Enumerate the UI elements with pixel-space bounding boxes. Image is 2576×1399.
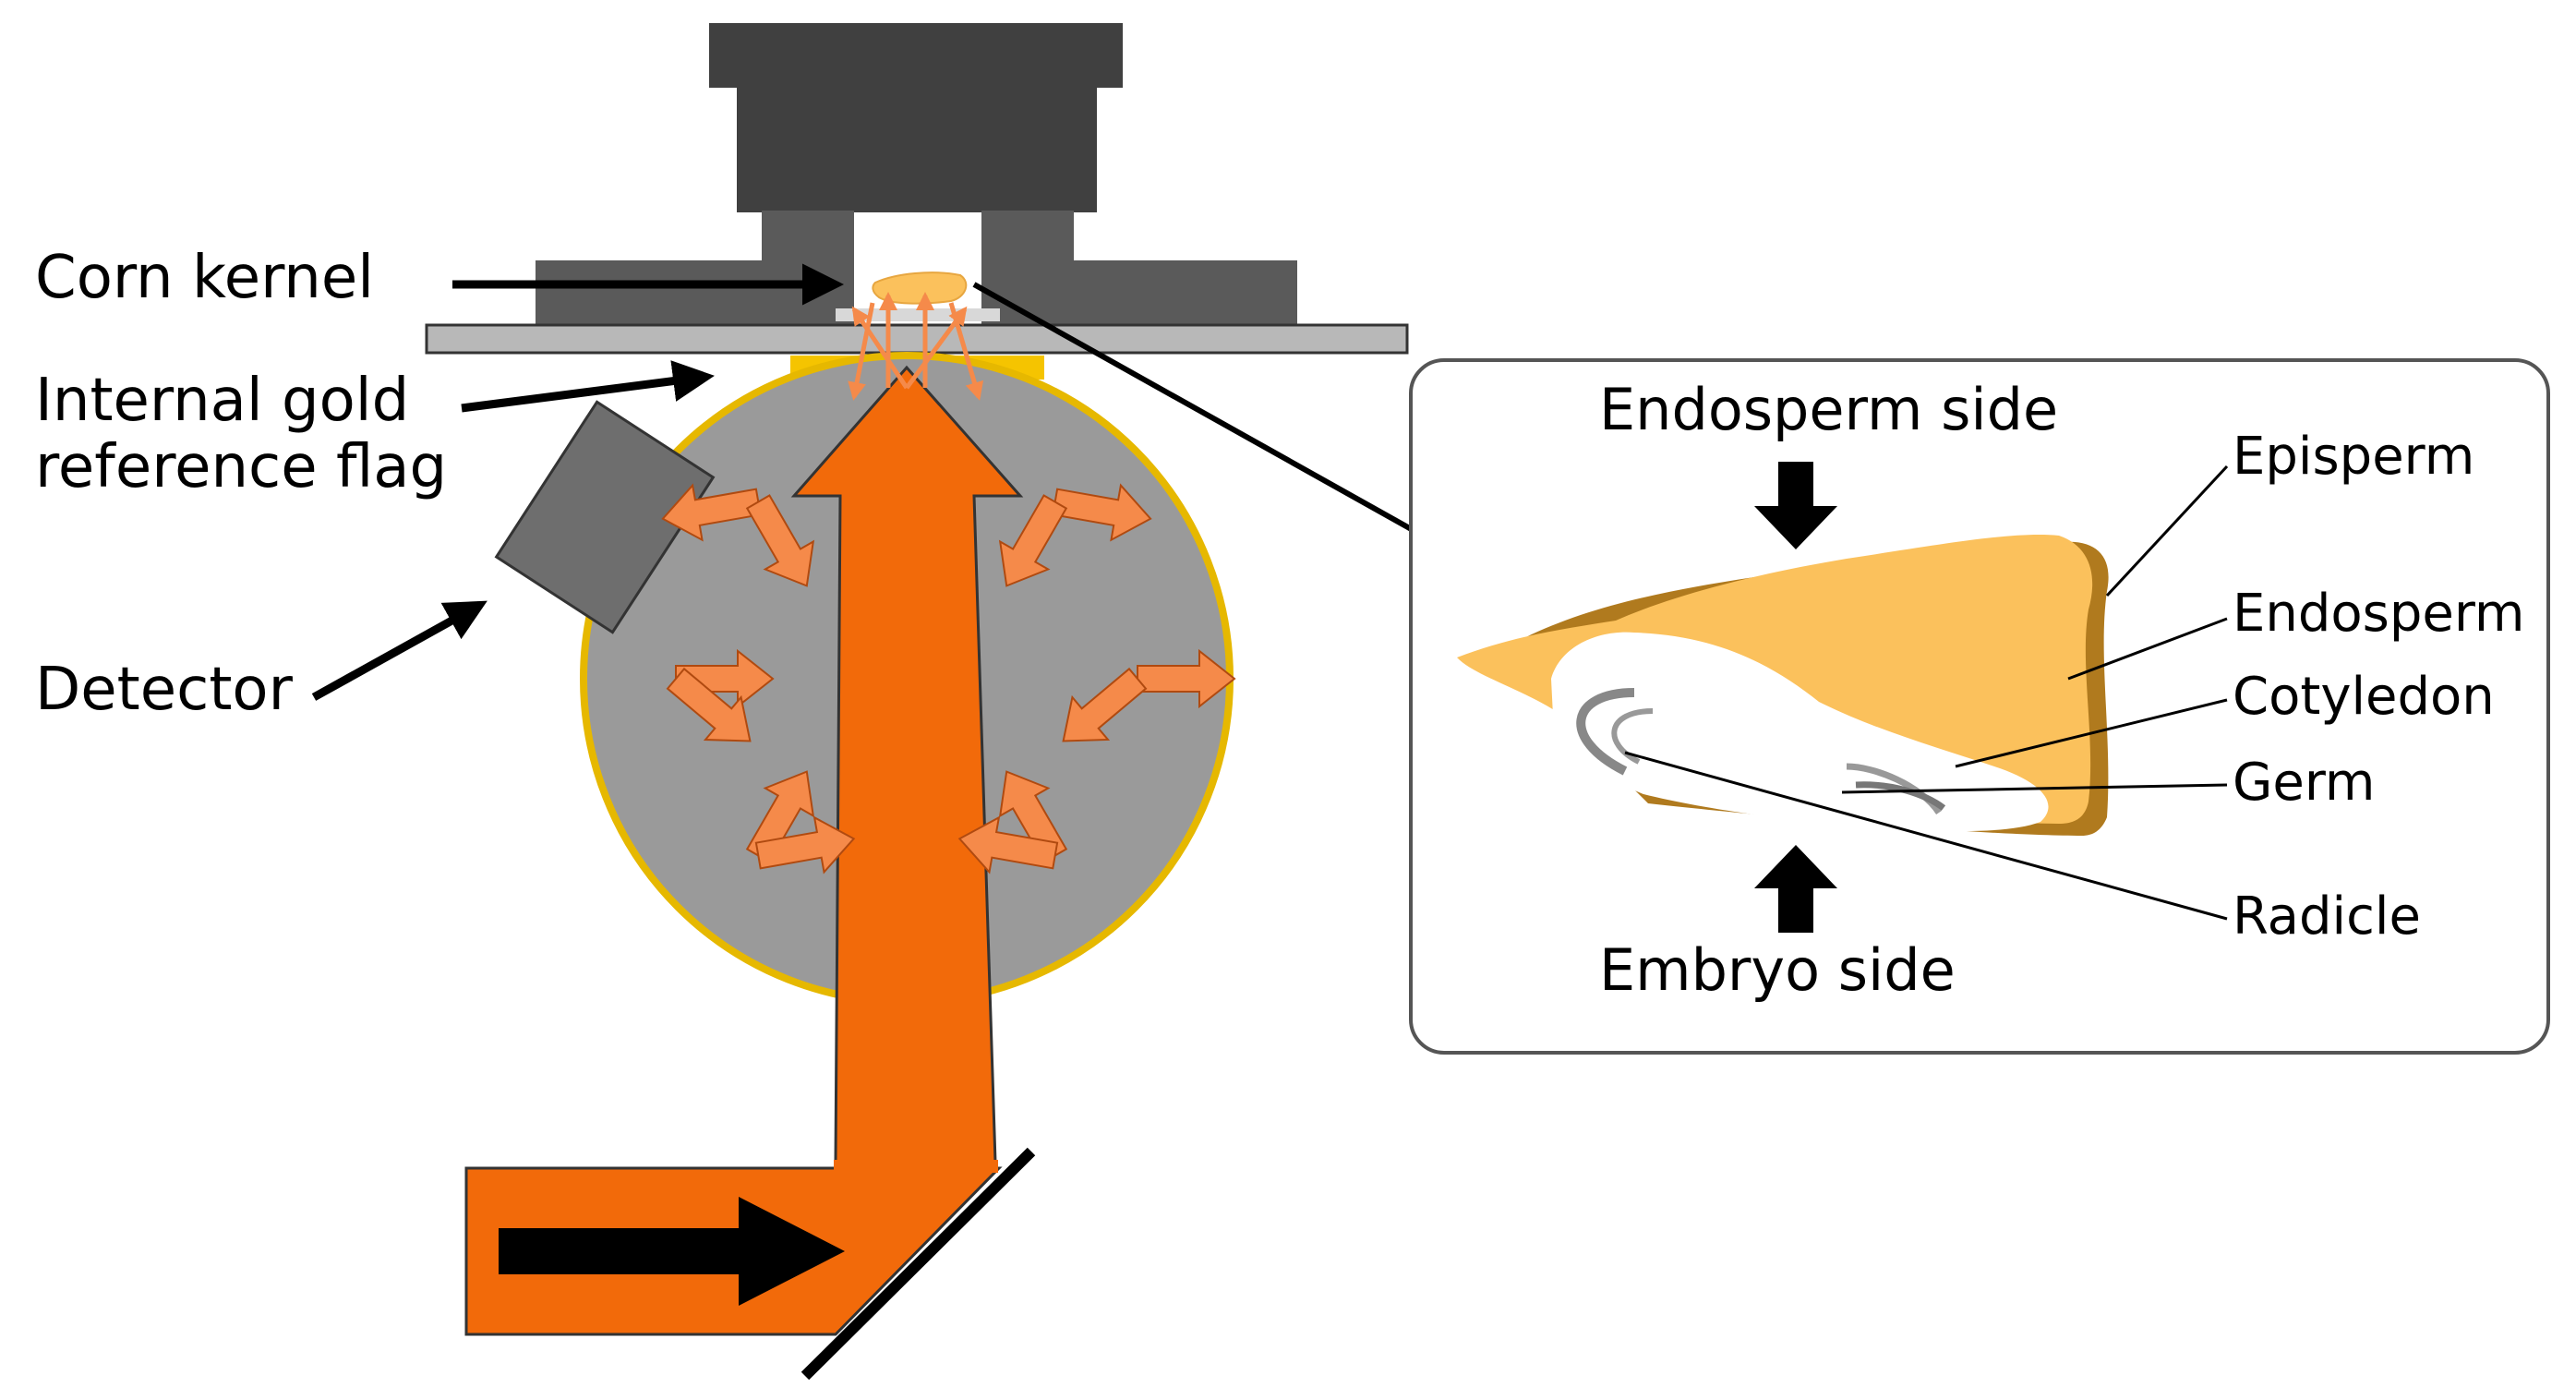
- cotyledon-arc: [1611, 708, 1654, 765]
- fluorescence-arrow: [948, 302, 984, 401]
- scattered-radiation-arrows: [661, 483, 1236, 874]
- label-detector: Detector: [35, 656, 294, 724]
- inset-connector-line: [972, 282, 1416, 534]
- scatter-arrow: [745, 494, 815, 587]
- leader-cotyledon: [1955, 698, 2228, 768]
- leader-episperm: [2105, 464, 2229, 597]
- scatter-arrow: [754, 815, 856, 874]
- label-gold-flag-line1: Internal gold: [35, 367, 409, 435]
- scatter-arrow: [666, 667, 752, 742]
- embryo-side-arrow: [1754, 845, 1837, 933]
- label-cotyledon: Cotyledon: [2233, 667, 2495, 727]
- sample-plate: [425, 323, 1409, 355]
- incoming-xray-beam: [464, 365, 1036, 1381]
- scatter-arrow: [1137, 648, 1236, 709]
- scatter-arrow: [957, 815, 1059, 874]
- kernel-cross-section: [1457, 535, 2109, 836]
- leader-radicle: [1624, 751, 2228, 921]
- scatter-arrow: [998, 494, 1068, 587]
- label-endosperm-side: Endosperm side: [1599, 376, 2058, 443]
- fluorescence-arrow: [848, 302, 875, 401]
- beam-direction-arrow: [499, 1197, 845, 1306]
- sample-holder: [425, 23, 1409, 355]
- holder-body: [737, 88, 1097, 212]
- label-corn-kernel: Corn kernel: [35, 244, 374, 312]
- label-radicle: Radicle: [2233, 886, 2421, 947]
- excitation-arrow: [851, 306, 909, 390]
- kernel-excitation-arrows: [848, 292, 984, 401]
- leader-endosperm: [2067, 617, 2228, 681]
- holder-base-left: [536, 260, 854, 328]
- pointer-detector: [311, 600, 488, 701]
- detector: [494, 400, 716, 634]
- scatter-arrow: [1052, 483, 1152, 542]
- label-embryo-side: Embryo side: [1599, 936, 1956, 1004]
- label-gold-flag-line2: reference flag: [35, 433, 447, 501]
- label-germ: Germ: [2233, 753, 2375, 813]
- beam-vertical: [790, 365, 1024, 1164]
- endosperm-side-arrow: [1754, 462, 1837, 549]
- detector-body: [494, 400, 716, 634]
- scatter-arrow: [998, 770, 1068, 863]
- leader-germ: [1841, 783, 2228, 794]
- embryo-white-region: [1551, 632, 2049, 831]
- beam-join-fill: [834, 1160, 998, 1173]
- label-endosperm: Endosperm: [2233, 584, 2524, 644]
- beam-mirror: [800, 1147, 1036, 1381]
- scatter-arrow: [661, 483, 762, 542]
- pointer-gold-flag: [461, 360, 715, 413]
- holder-cap: [709, 23, 1123, 88]
- cotyledon-arc: [1576, 688, 1635, 776]
- label-episperm: Episperm: [2233, 427, 2474, 487]
- scatter-arrow: [1062, 667, 1148, 742]
